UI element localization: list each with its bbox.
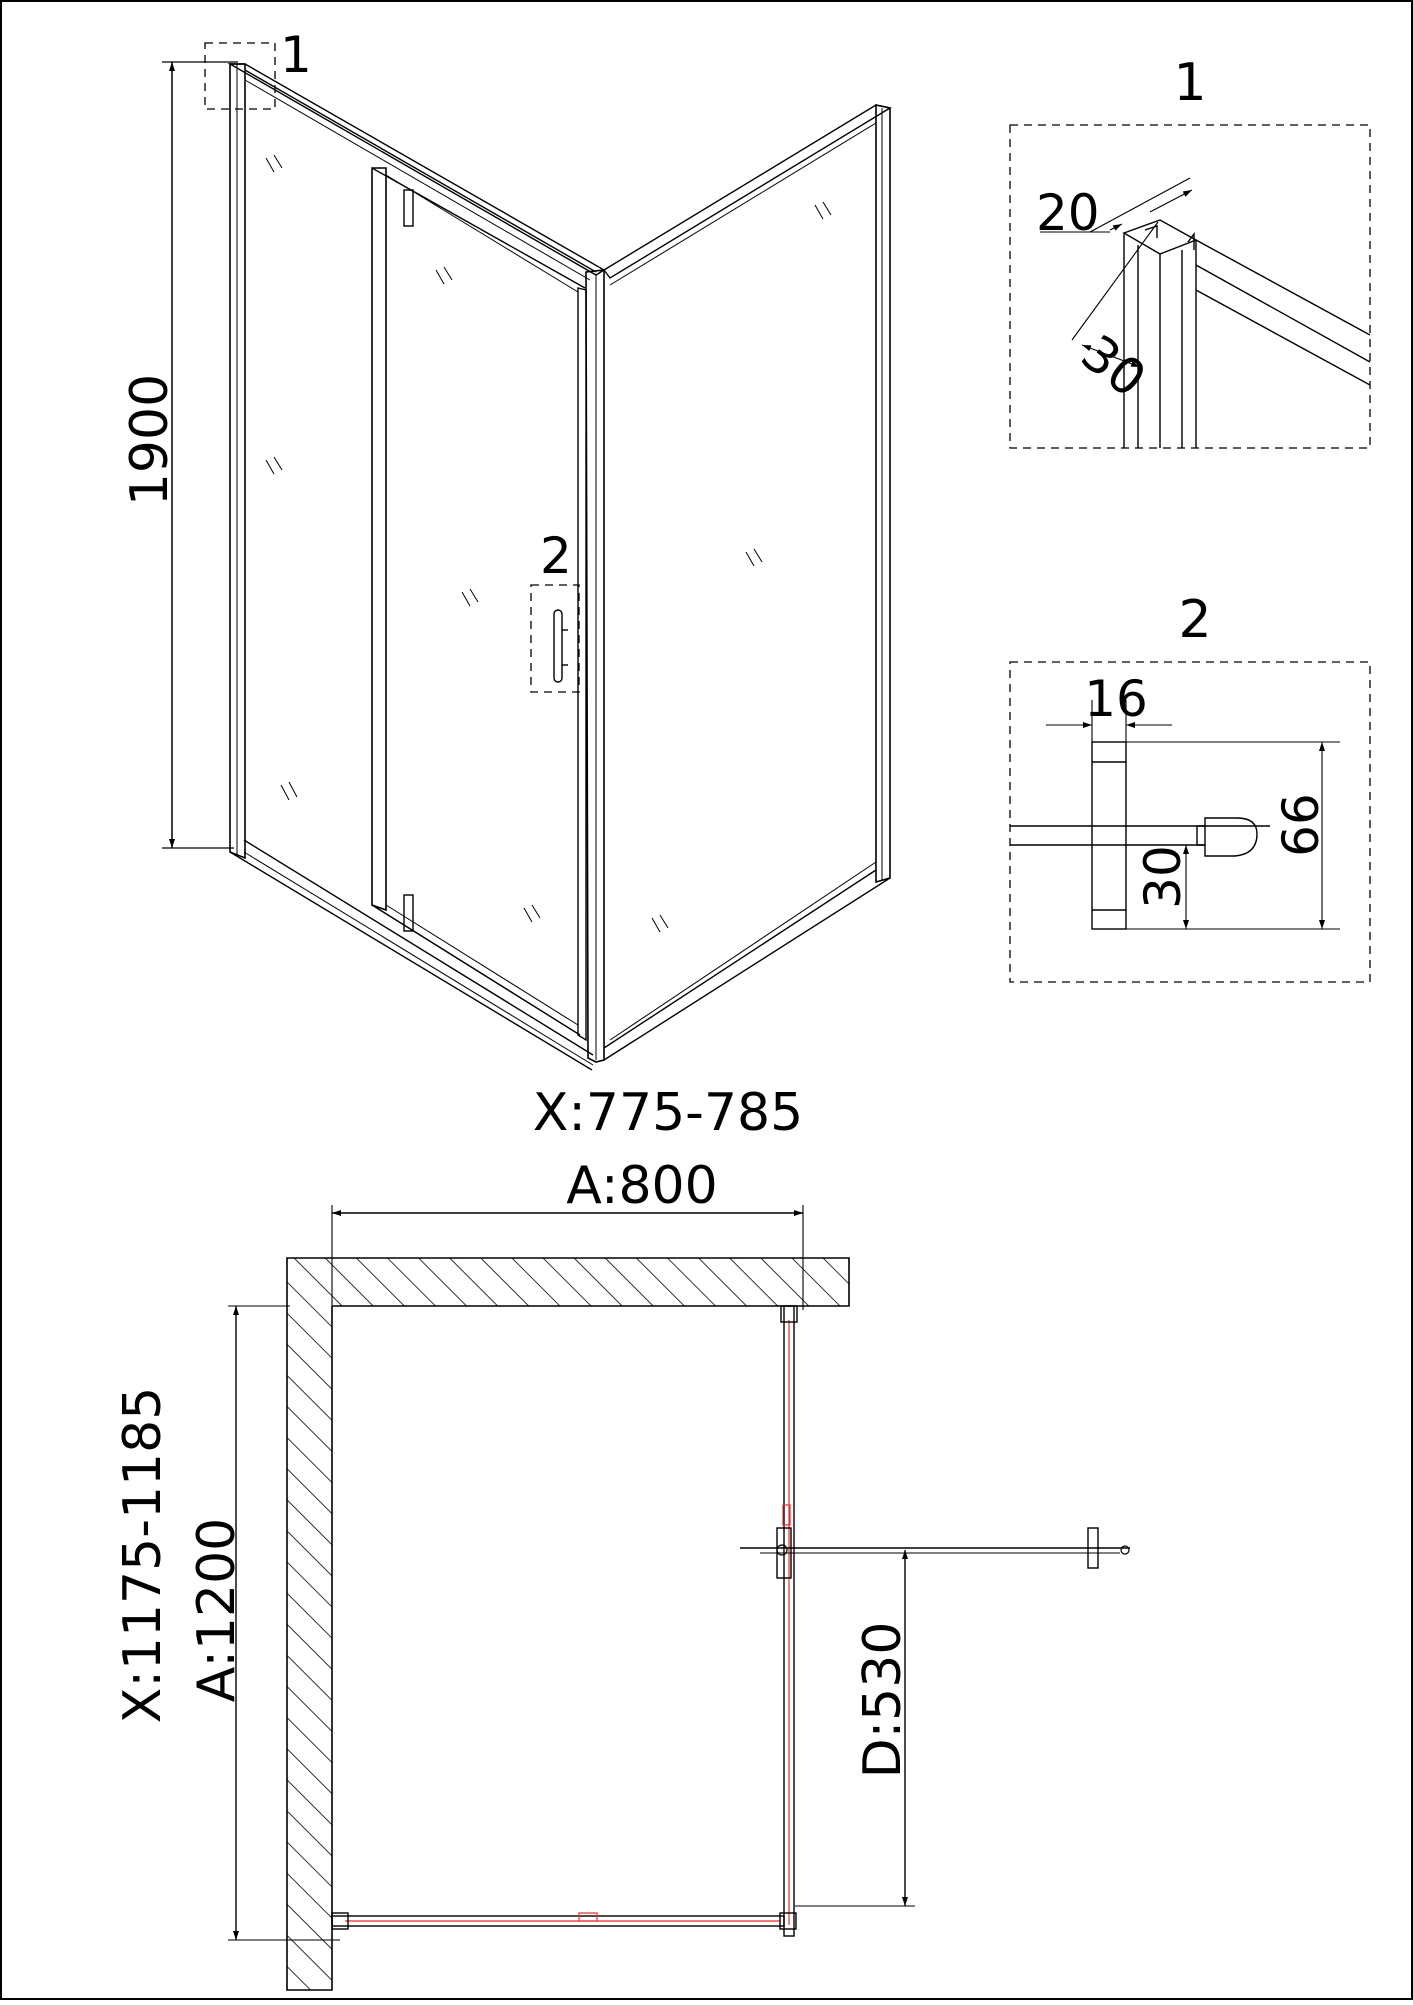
detail2-box: 2 16 66 30 <box>1009 590 1371 983</box>
detail2-width-dim: 16 <box>1084 670 1148 728</box>
door-handle <box>553 609 568 683</box>
height-dimension: 1900 <box>120 61 238 849</box>
plan-width-range: X:775-785 <box>533 1083 803 1143</box>
detail2-marker <box>530 584 580 693</box>
detail2-offset-dim: 30 <box>1134 845 1192 909</box>
plan-front-panel <box>331 1912 797 1930</box>
detail1-marker: 1 <box>204 26 312 110</box>
detail1-marker-label: 1 <box>280 26 312 84</box>
pivot-door: 2 <box>371 167 587 1042</box>
detail2-title: 2 <box>1178 590 1211 650</box>
detail2-marker-label: 2 <box>540 527 572 585</box>
plan-width-nominal: A:800 <box>566 1156 717 1216</box>
wall-hatching <box>286 1257 850 1991</box>
plan-depth-nominal: A:1200 <box>187 1518 247 1703</box>
plan-side-panel <box>780 1305 798 1937</box>
detail1-box: 1 20 30 <box>1009 53 1371 449</box>
corner-post <box>585 269 605 1063</box>
right-side-panel <box>602 104 892 1061</box>
detail1-width-dim: 20 <box>1036 184 1100 242</box>
height-dim-label: 1900 <box>120 374 180 506</box>
left-wall-panel <box>227 63 606 1071</box>
plan-open-door <box>740 1504 1130 1579</box>
detail2-height-dim: 66 <box>1272 793 1330 857</box>
plan-door-dim: D:530 <box>853 1622 913 1779</box>
plan-view: X:775-785 A:800 X:1175-1185 A:1200 <box>113 1083 1130 1991</box>
enclosure-3d-view: 1900 1 <box>120 26 892 1071</box>
plan-depth-range: X:1175-1185 <box>113 1387 173 1724</box>
detail1-depth-dim: 30 <box>1071 324 1157 409</box>
detail1-title: 1 <box>1173 53 1206 113</box>
